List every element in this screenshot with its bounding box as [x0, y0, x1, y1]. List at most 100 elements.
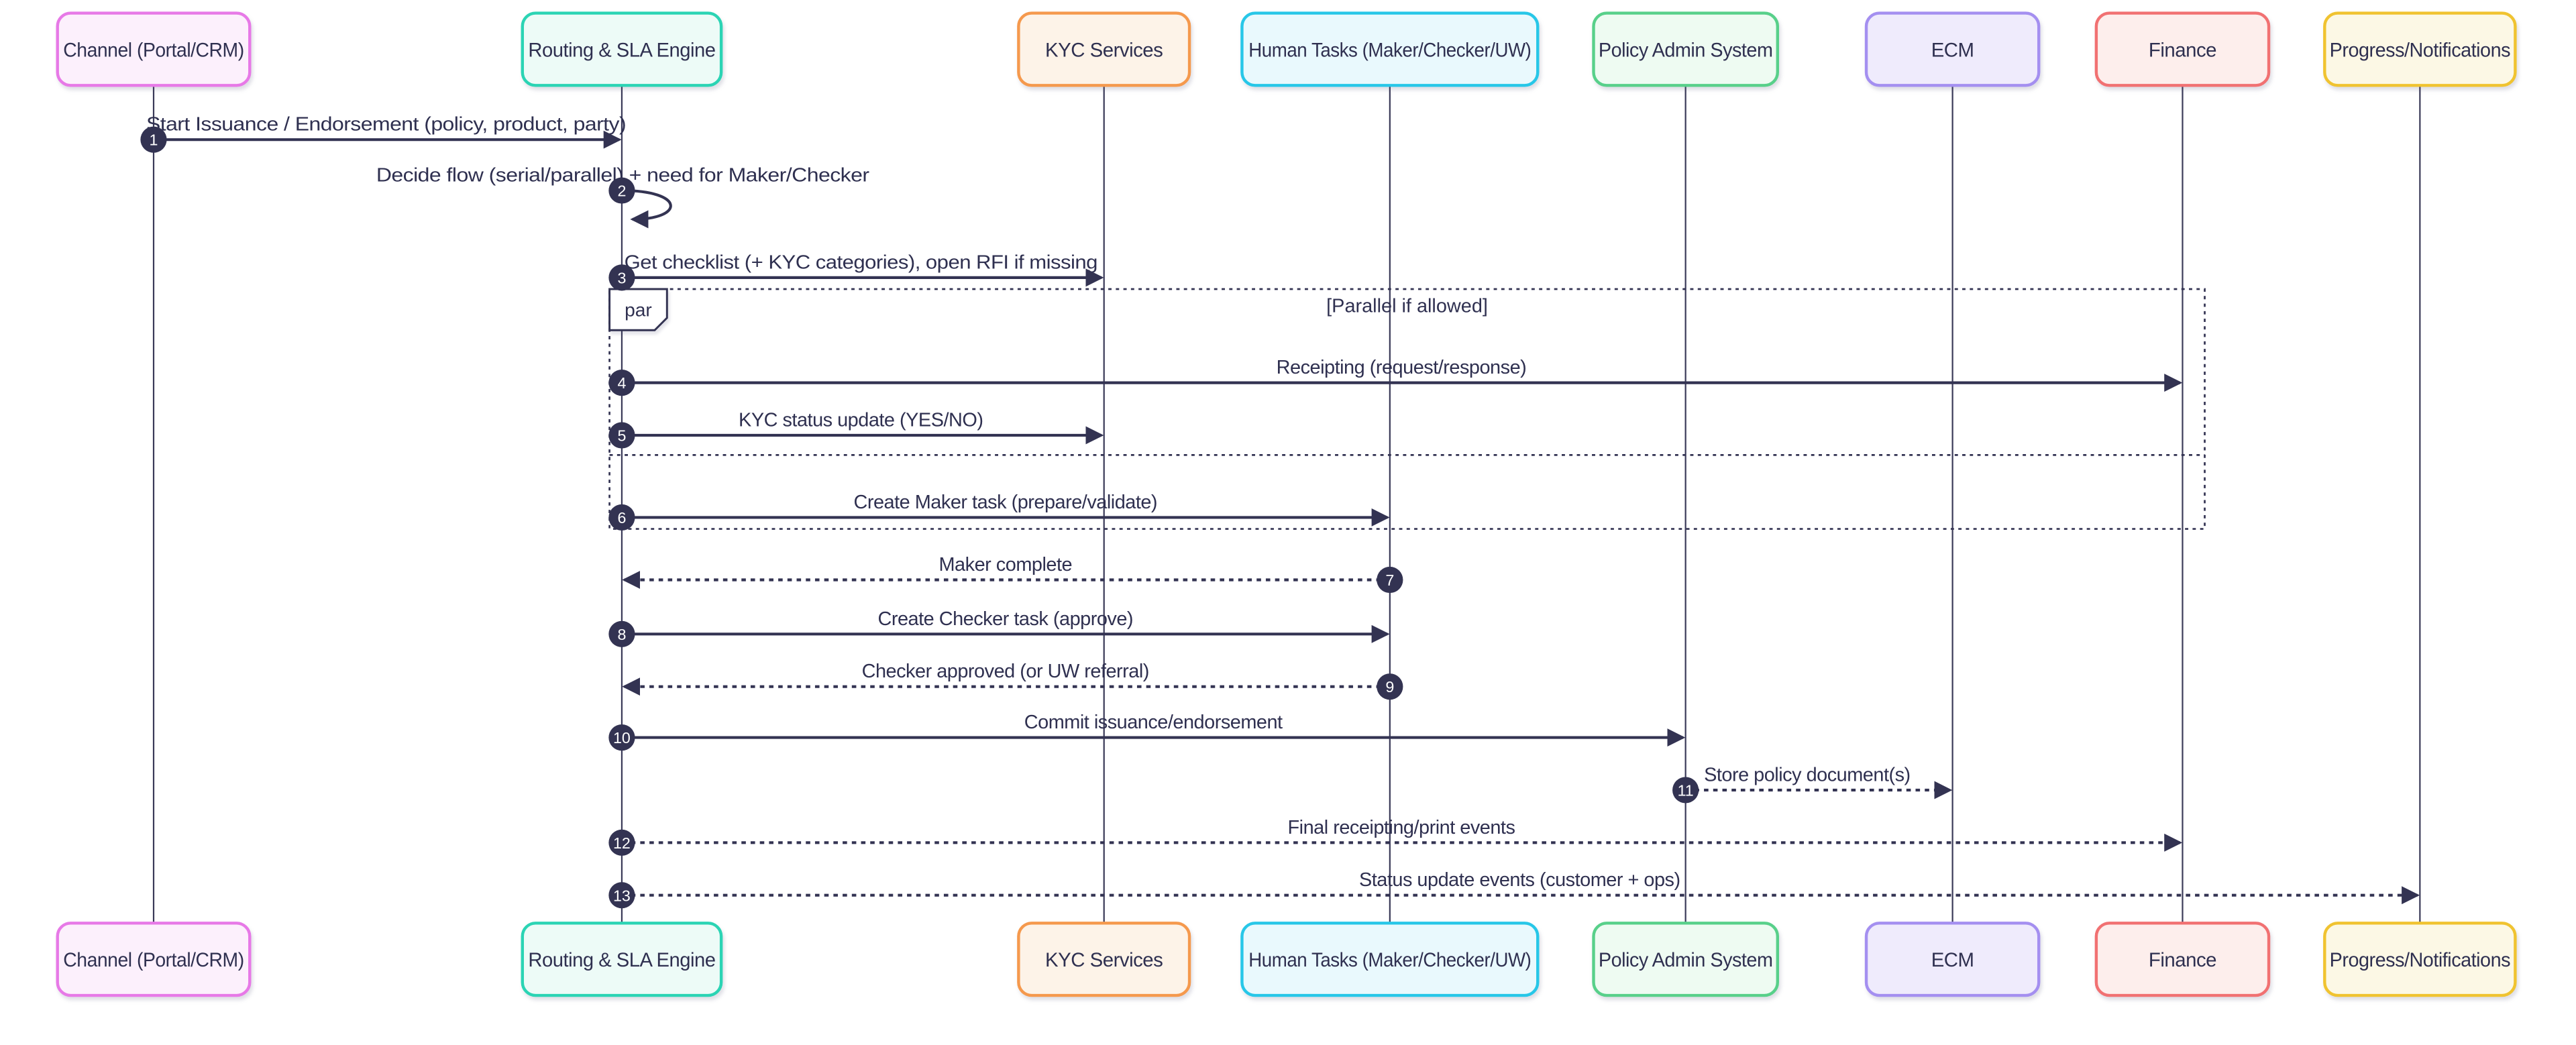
message-label: Receipting (request/response): [1277, 357, 1527, 378]
actor-bottom-finance: Finance: [2094, 922, 2271, 997]
actor-label: Routing & SLA Engine: [528, 949, 715, 971]
actor-label: Policy Admin System: [1599, 39, 1773, 61]
actor-bottom-channel: Channel (Portal/CRM): [56, 922, 252, 997]
sequence-number-badge: [1377, 566, 1403, 594]
sequence-number-badge: [140, 126, 167, 153]
sequence-number-badge: [608, 724, 635, 751]
sequence-number: 8: [617, 626, 626, 643]
message-9: Checker approved (or UW referral) 9: [622, 661, 1403, 700]
actor-top-channel: Channel (Portal/CRM): [56, 11, 252, 87]
lifelines: [152, 85, 2421, 924]
sequence-number: 7: [1385, 571, 1394, 589]
message-label: Get checklist (+ KYC categories), open R…: [625, 252, 1097, 273]
message-5: KYC status update (YES/NO) 5: [608, 410, 1104, 449]
actor-label: KYC Services: [1045, 949, 1163, 971]
par-fragment: par [Parallel if allowed]: [608, 288, 2206, 530]
message-label: Final receipting/print events: [1288, 817, 1515, 838]
actor-top-kyc: KYC Services: [1017, 11, 1191, 87]
actor-top-ecm: ECM: [1864, 11, 2041, 87]
sequence-number: 11: [1678, 782, 1694, 800]
actor-box: [1017, 922, 1191, 997]
actor-box: [1017, 11, 1191, 87]
actor-label: Routing & SLA Engine: [528, 39, 715, 61]
message-11: Store policy document(s) 11: [1672, 764, 1953, 804]
actor-box: [56, 922, 252, 997]
actor-top-routing: Routing & SLA Engine: [521, 11, 723, 87]
sequence-number-badge: [608, 504, 635, 531]
actor-label: KYC Services: [1045, 39, 1163, 61]
message-13: Status update events (customer + ops) 13: [608, 869, 2420, 909]
message-label: Maker complete: [938, 554, 1072, 575]
message-3: Get checklist (+ KYC categories), open R…: [608, 252, 1104, 291]
actor-label: Finance: [2149, 949, 2216, 971]
sequence-number-badge: [608, 620, 635, 647]
sequence-number-badge: [1672, 777, 1699, 804]
actor-label: Channel (Portal/CRM): [63, 39, 244, 61]
sequence-number: 9: [1385, 678, 1394, 696]
message-8: Create Checker task (approve) 8: [608, 608, 1390, 647]
actor-box: [521, 11, 723, 87]
sequence-number: 13: [613, 887, 631, 904]
message-label: Start Issuance / Endorsement (policy, pr…: [146, 114, 626, 135]
sequence-number: 10: [613, 729, 631, 747]
actor-label: Progress/Notifications: [2330, 39, 2510, 61]
par-condition: [Parallel if allowed]: [1326, 295, 1488, 317]
actor-top-policy: Policy Admin System: [1592, 11, 1779, 87]
actor-label: Channel (Portal/CRM): [63, 949, 244, 971]
actor-bottom-progress: Progress/Notifications: [2323, 922, 2517, 997]
message-6: Create Maker task (prepare/validate) 6: [608, 492, 1390, 531]
actor-top-human: Human Tasks (Maker/Checker/UW): [1240, 11, 1540, 87]
actor-box: [1864, 922, 2041, 997]
actor-box: [1864, 11, 2041, 87]
actor-bottom-human: Human Tasks (Maker/Checker/UW): [1240, 922, 1540, 997]
actor-box: [1592, 922, 1779, 997]
actors-bottom: Channel (Portal/CRM) Routing & SLA Engin…: [56, 922, 2517, 997]
sequence-number-badge: [608, 829, 635, 856]
sequence-number-badge: [608, 422, 635, 449]
actor-box: [56, 11, 252, 87]
message-label: Store policy document(s): [1704, 764, 1911, 785]
message-label: Create Maker task (prepare/validate): [853, 492, 1157, 513]
actor-label: Human Tasks (Maker/Checker/UW): [1248, 39, 1531, 61]
actor-label: Progress/Notifications: [2330, 949, 2510, 971]
actor-box: [1240, 922, 1540, 997]
sequence-number-badge: [608, 882, 635, 909]
message-self-loop-arrow: [621, 188, 672, 229]
actor-bottom-kyc: KYC Services: [1017, 922, 1191, 997]
actor-label: ECM: [1931, 39, 1974, 61]
sequence-number: 6: [617, 509, 626, 527]
actor-bottom-ecm: ECM: [1864, 922, 2041, 997]
actor-box: [1592, 11, 1779, 87]
actor-box: [2323, 11, 2517, 87]
actor-label: ECM: [1931, 949, 1974, 971]
actor-top-progress: Progress/Notifications: [2323, 11, 2517, 87]
message-label: Commit issuance/endorsement: [1024, 712, 1283, 733]
message-label: KYC status update (YES/NO): [739, 410, 983, 431]
sequence-number: 1: [150, 131, 158, 149]
actor-box: [2323, 922, 2517, 997]
par-keyword: par: [625, 299, 652, 320]
message-label: Create Checker task (approve): [877, 608, 1133, 630]
actor-top-finance: Finance: [2094, 11, 2271, 87]
message-7: Maker complete 7: [622, 554, 1403, 594]
message-1: Start Issuance / Endorsement (policy, pr…: [140, 114, 627, 153]
sequence-number: 12: [613, 834, 631, 852]
message-2: Decide flow (serial/parallel) + need for…: [376, 165, 870, 229]
actor-box: [2094, 11, 2271, 87]
actor-bottom-policy: Policy Admin System: [1592, 922, 1779, 997]
actor-box: [2094, 922, 2271, 997]
actor-box: [1240, 11, 1540, 87]
message-label: Status update events (customer + ops): [1359, 869, 1680, 891]
sequence-number: 2: [617, 182, 626, 200]
message-10: Commit issuance/endorsement 10: [608, 712, 1686, 751]
actor-box: [521, 922, 723, 997]
sequence-number: 4: [617, 374, 626, 392]
actor-bottom-routing: Routing & SLA Engine: [521, 922, 723, 997]
actor-label: Finance: [2149, 39, 2216, 61]
sequence-number-badge: [608, 370, 635, 396]
message-4: Receipting (request/response) 4: [608, 357, 2183, 396]
actor-label: Policy Admin System: [1599, 949, 1773, 971]
actor-label: Human Tasks (Maker/Checker/UW): [1248, 949, 1531, 971]
actors-top: Channel (Portal/CRM) Routing & SLA Engin…: [56, 11, 2517, 87]
